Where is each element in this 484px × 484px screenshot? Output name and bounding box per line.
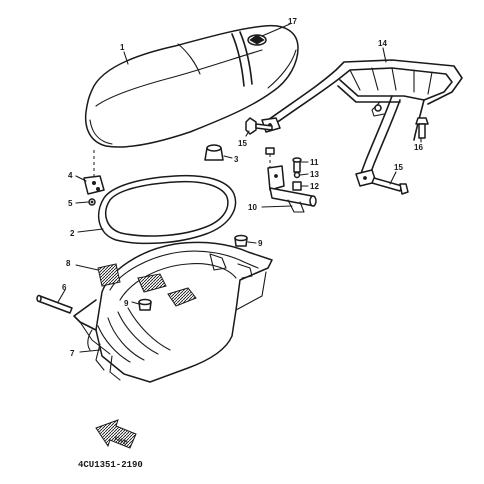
callout-3: 3	[234, 155, 239, 164]
callout-15-right: 15	[394, 163, 403, 172]
callout-1: 1	[120, 43, 125, 52]
bolt-13	[293, 171, 301, 179]
callout-8: 8	[66, 259, 71, 268]
callout-4: 4	[68, 171, 73, 180]
box-mats	[97, 263, 197, 307]
hinge-bolt	[88, 198, 96, 206]
lock-rod	[36, 294, 73, 314]
callout-7: 7	[70, 349, 75, 358]
callout-10: 10	[248, 203, 257, 212]
seat-seal	[97, 174, 237, 245]
bolt-11	[292, 157, 302, 173]
callout-16: 16	[414, 143, 423, 152]
rear-carrier	[261, 59, 463, 187]
callout-5: 5	[68, 199, 73, 208]
callout-6: 6	[62, 283, 67, 292]
carrier-bolt-right	[371, 177, 409, 195]
callout-9-upper: 9	[258, 239, 263, 248]
callout-9-lower: 9	[124, 299, 129, 308]
seat-bumper	[204, 144, 224, 161]
seat	[84, 24, 299, 148]
callout-15-left: 15	[238, 139, 247, 148]
callout-11: 11	[310, 158, 319, 167]
bolt-12	[292, 181, 302, 191]
storage-box	[73, 241, 273, 383]
carrier-bolt-top	[415, 117, 429, 139]
seat-emblem	[247, 34, 267, 46]
callout-13: 13	[310, 170, 319, 179]
grommet-lower	[138, 298, 152, 311]
lock-bracket	[267, 165, 317, 213]
fwd-label: FWD	[113, 436, 129, 447]
carrier-bolt-left	[245, 117, 273, 135]
drawing-code: 4CU1351-2190	[78, 460, 143, 470]
callout-12: 12	[310, 182, 319, 191]
washer-upper	[265, 147, 275, 168]
callout-17: 17	[288, 17, 297, 26]
fwd-arrow-icon: FWD	[95, 419, 137, 449]
grommet-upper	[234, 234, 248, 247]
seat-hinge	[83, 175, 105, 195]
callout-2: 2	[70, 229, 75, 238]
callout-14: 14	[378, 39, 387, 48]
